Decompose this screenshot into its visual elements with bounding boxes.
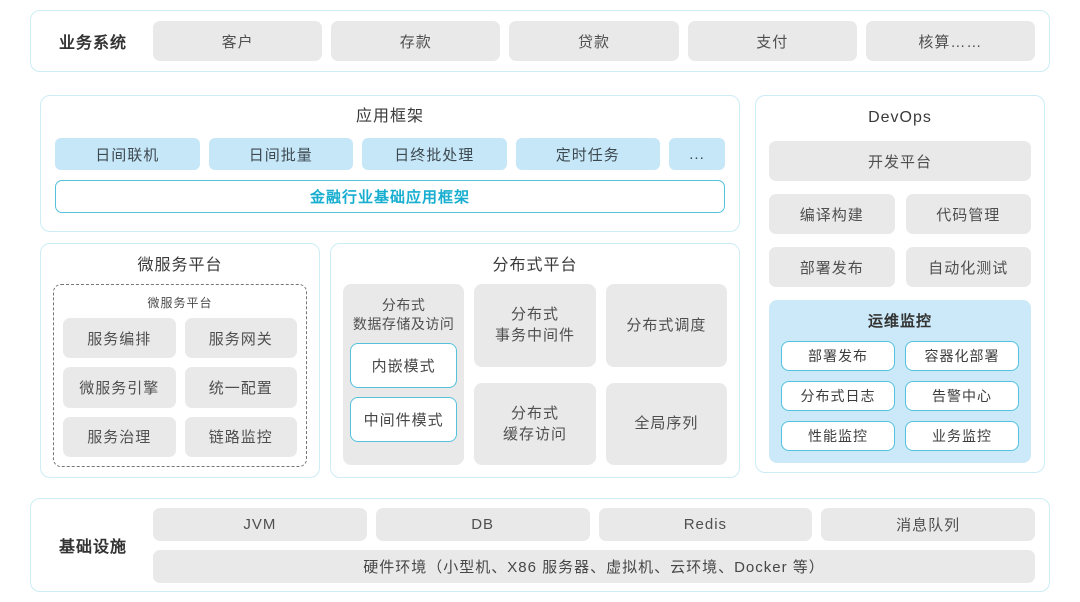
app-module-daytime-online: 日间联机 bbox=[55, 138, 200, 170]
cell-line2: 缓存访问 bbox=[502, 425, 567, 443]
infra-item-jvm: JVM bbox=[153, 507, 367, 541]
microservice-item-tracing: 链路监控 bbox=[184, 416, 297, 457]
base-framework-box: 金融行业基础应用框架 bbox=[55, 180, 725, 213]
infrastructure-body: JVM DB Redis 消息队列 硬件环境（小型机、X86 服务器、虚拟机、云… bbox=[153, 507, 1035, 583]
microservice-item-governance: 服务治理 bbox=[63, 416, 176, 457]
infrastructure-label: 基础设施 bbox=[58, 539, 127, 556]
monitoring-item-business: 业务监控 bbox=[905, 421, 1019, 451]
storage-mode-middleware: 中间件模式 bbox=[350, 397, 458, 442]
microservice-item-gateway: 服务网关 bbox=[184, 318, 297, 359]
devops-tools-grid: 编译构建 代码管理 部署发布 自动化测试 bbox=[769, 194, 1031, 287]
hardware-environment-bar: 硬件环境（小型机、X86 服务器、虚拟机、云环境、Docker 等） bbox=[153, 549, 1035, 583]
business-item-payment: 支付 bbox=[687, 21, 857, 61]
ops-monitoring-title: 运维监控 bbox=[867, 313, 932, 330]
devops-tool-build: 编译构建 bbox=[769, 194, 895, 234]
business-item-loan: 贷款 bbox=[509, 21, 679, 61]
app-module-daytime-batch: 日间批量 bbox=[208, 138, 353, 170]
distributed-grid: 分布式 数据存储及访问 内嵌模式 中间件模式 分布式 事务中间件 分布式调度 分… bbox=[343, 284, 727, 465]
business-item-accounting: 核算…… bbox=[865, 21, 1036, 61]
business-item-deposit: 存款 bbox=[331, 21, 501, 61]
distributed-storage-box: 分布式 数据存储及访问 内嵌模式 中间件模式 bbox=[343, 284, 465, 465]
devops-tool-deploy: 部署发布 bbox=[769, 247, 895, 287]
microservice-item-orchestration: 服务编排 bbox=[63, 318, 176, 359]
cell-line1: 分布式 bbox=[510, 306, 559, 324]
cell-line1: 全局序列 bbox=[634, 415, 699, 433]
infra-item-db: DB bbox=[375, 507, 590, 541]
distributed-platform-panel: 分布式平台 分布式 数据存储及访问 内嵌模式 中间件模式 分布式 事务中间件 分… bbox=[330, 243, 740, 478]
ops-monitoring-grid: 部署发布 容器化部署 分布式日志 告警中心 性能监控 业务监控 bbox=[781, 341, 1019, 451]
microservice-inner-title: 微服务平台 bbox=[147, 296, 213, 310]
infrastructure-panel: 基础设施 JVM DB Redis 消息队列 硬件环境（小型机、X86 服务器、… bbox=[30, 498, 1050, 592]
devops-panel: DevOps 开发平台 编译构建 代码管理 部署发布 自动化测试 运维监控 部署… bbox=[755, 95, 1045, 473]
business-items-row: 客户 存款 贷款 支付 核算…… bbox=[153, 21, 1036, 61]
app-modules-row: 日间联机 日间批量 日终批处理 定时任务 ... bbox=[55, 138, 725, 170]
monitoring-item-container: 容器化部署 bbox=[905, 341, 1019, 371]
monitoring-item-log: 分布式日志 bbox=[781, 381, 895, 411]
app-module-scheduled-task: 定时任务 bbox=[515, 138, 660, 170]
business-item-customer: 客户 bbox=[153, 21, 323, 61]
app-module-eod-batch: 日终批处理 bbox=[362, 138, 507, 170]
infra-item-mq: 消息队列 bbox=[821, 507, 1035, 541]
microservice-inner-box: 微服务平台 服务编排 服务网关 微服务引擎 统一配置 服务治理 链路监控 bbox=[53, 284, 307, 467]
ops-monitoring-panel: 运维监控 部署发布 容器化部署 分布式日志 告警中心 性能监控 业务监控 bbox=[769, 300, 1031, 463]
distributed-platform-title: 分布式平台 bbox=[492, 257, 578, 274]
app-framework-panel: 应用框架 日间联机 日间批量 日终批处理 定时任务 ... 金融行业基础应用框架 bbox=[40, 95, 740, 232]
devops-tool-code: 代码管理 bbox=[905, 194, 1031, 234]
app-framework-title: 应用框架 bbox=[355, 108, 424, 125]
devops-tool-autotest: 自动化测试 bbox=[905, 247, 1031, 287]
monitoring-item-deploy: 部署发布 bbox=[781, 341, 895, 371]
microservice-item-config: 统一配置 bbox=[184, 367, 297, 408]
distributed-storage-line2: 数据存储及访问 bbox=[352, 316, 455, 332]
distributed-item-transaction: 分布式 事务中间件 bbox=[474, 284, 596, 367]
microservice-platform-title: 微服务平台 bbox=[137, 257, 223, 274]
microservice-item-engine: 微服务引擎 bbox=[63, 367, 176, 408]
distributed-storage-line1: 分布式 bbox=[381, 297, 426, 313]
devops-title: DevOps bbox=[868, 109, 932, 126]
distributed-item-scheduling: 分布式调度 bbox=[605, 284, 727, 367]
dev-platform-box: 开发平台 bbox=[769, 141, 1031, 181]
cell-line1: 分布式调度 bbox=[626, 316, 707, 334]
microservice-platform-panel: 微服务平台 微服务平台 服务编排 服务网关 微服务引擎 统一配置 服务治理 链路… bbox=[40, 243, 320, 478]
infra-item-redis: Redis bbox=[598, 507, 813, 541]
app-module-more: ... bbox=[669, 138, 725, 170]
business-systems-panel: 业务系统 客户 存款 贷款 支付 核算…… bbox=[30, 10, 1050, 72]
business-systems-label: 业务系统 bbox=[58, 35, 127, 52]
cell-line2: 事务中间件 bbox=[494, 327, 575, 345]
distributed-item-sequence: 全局序列 bbox=[605, 382, 727, 465]
infrastructure-items-row: JVM DB Redis 消息队列 bbox=[153, 507, 1035, 541]
microservice-grid: 服务编排 服务网关 微服务引擎 统一配置 服务治理 链路监控 bbox=[63, 318, 297, 457]
monitoring-item-performance: 性能监控 bbox=[781, 421, 895, 451]
monitoring-item-alert: 告警中心 bbox=[905, 381, 1019, 411]
distributed-item-cache: 分布式 缓存访问 bbox=[474, 382, 596, 465]
distributed-storage-label: 分布式 数据存储及访问 bbox=[350, 296, 457, 334]
storage-mode-embedded: 内嵌模式 bbox=[350, 343, 458, 388]
cell-line1: 分布式 bbox=[510, 404, 559, 422]
